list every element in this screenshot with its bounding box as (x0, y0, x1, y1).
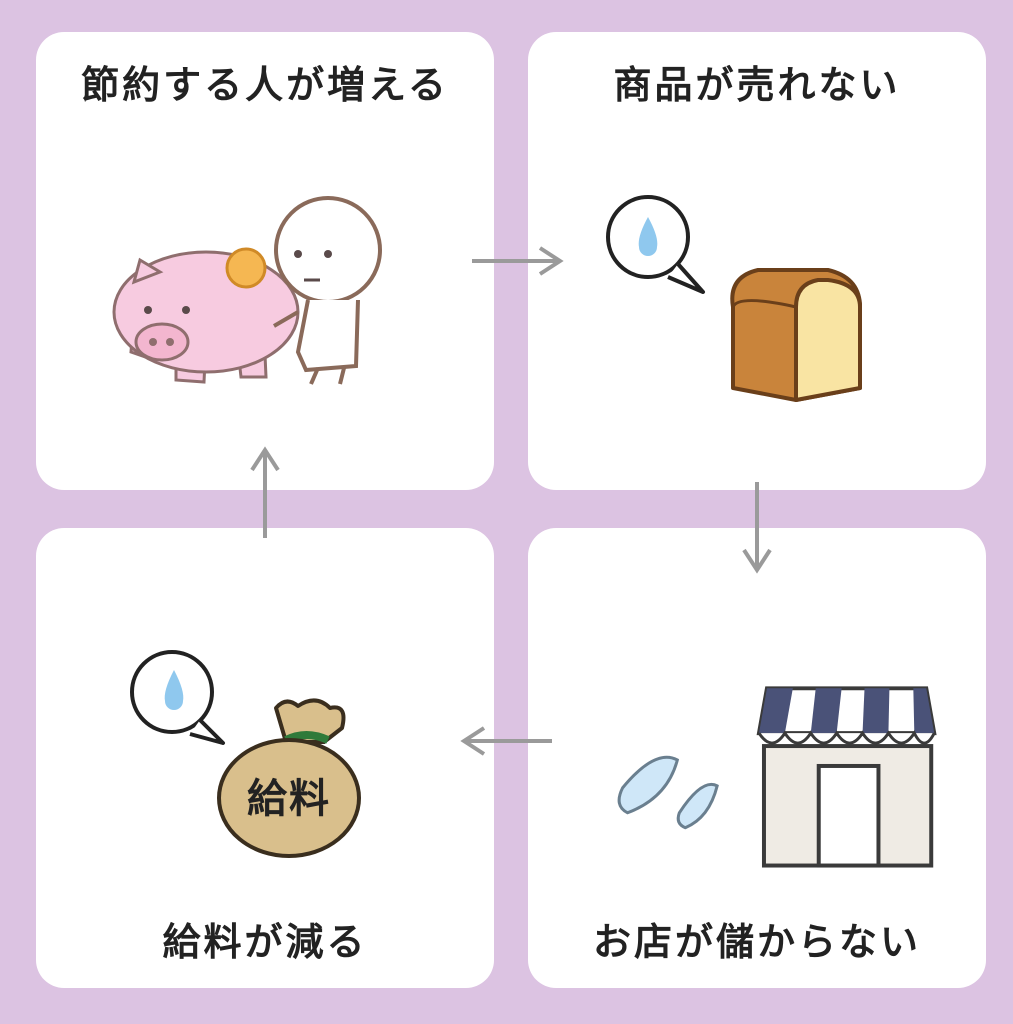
person-icon (272, 196, 382, 385)
caption-no-profit: お店が儲からない (592, 920, 921, 964)
worry-bubble-icon (130, 650, 225, 745)
salary-down-illustration (130, 650, 361, 858)
worry-bubble-icon (606, 195, 705, 294)
caption-saving-people: 節約する人が増える (81, 63, 449, 107)
bag-label: 給料 (247, 776, 331, 822)
piggy-bank-icon (112, 250, 300, 384)
no-profit-illustration (617, 686, 937, 868)
panel-saving-people: 節約する人が増える (36, 32, 494, 490)
arrow-down-icon (742, 482, 772, 574)
arrow-right-icon (472, 246, 564, 276)
sweat-drops-icon (617, 755, 719, 830)
saving-illustration (112, 196, 382, 385)
panel-no-profit: お店が儲からない (528, 528, 986, 988)
money-bag-icon (217, 698, 361, 858)
arrow-left-icon (460, 726, 552, 756)
coin-icon (225, 247, 267, 289)
shop-icon (756, 686, 937, 868)
caption-not-selling: 商品が売れない (613, 63, 901, 107)
caption-salary-down: 給料が減る (162, 920, 368, 964)
arrow-up-icon (250, 446, 280, 538)
panel-salary-down: 給料 給料が減る (36, 528, 494, 988)
not-selling-illustration (606, 195, 862, 402)
panel-not-selling: 商品が売れない (528, 32, 986, 490)
bread-icon (730, 268, 862, 402)
